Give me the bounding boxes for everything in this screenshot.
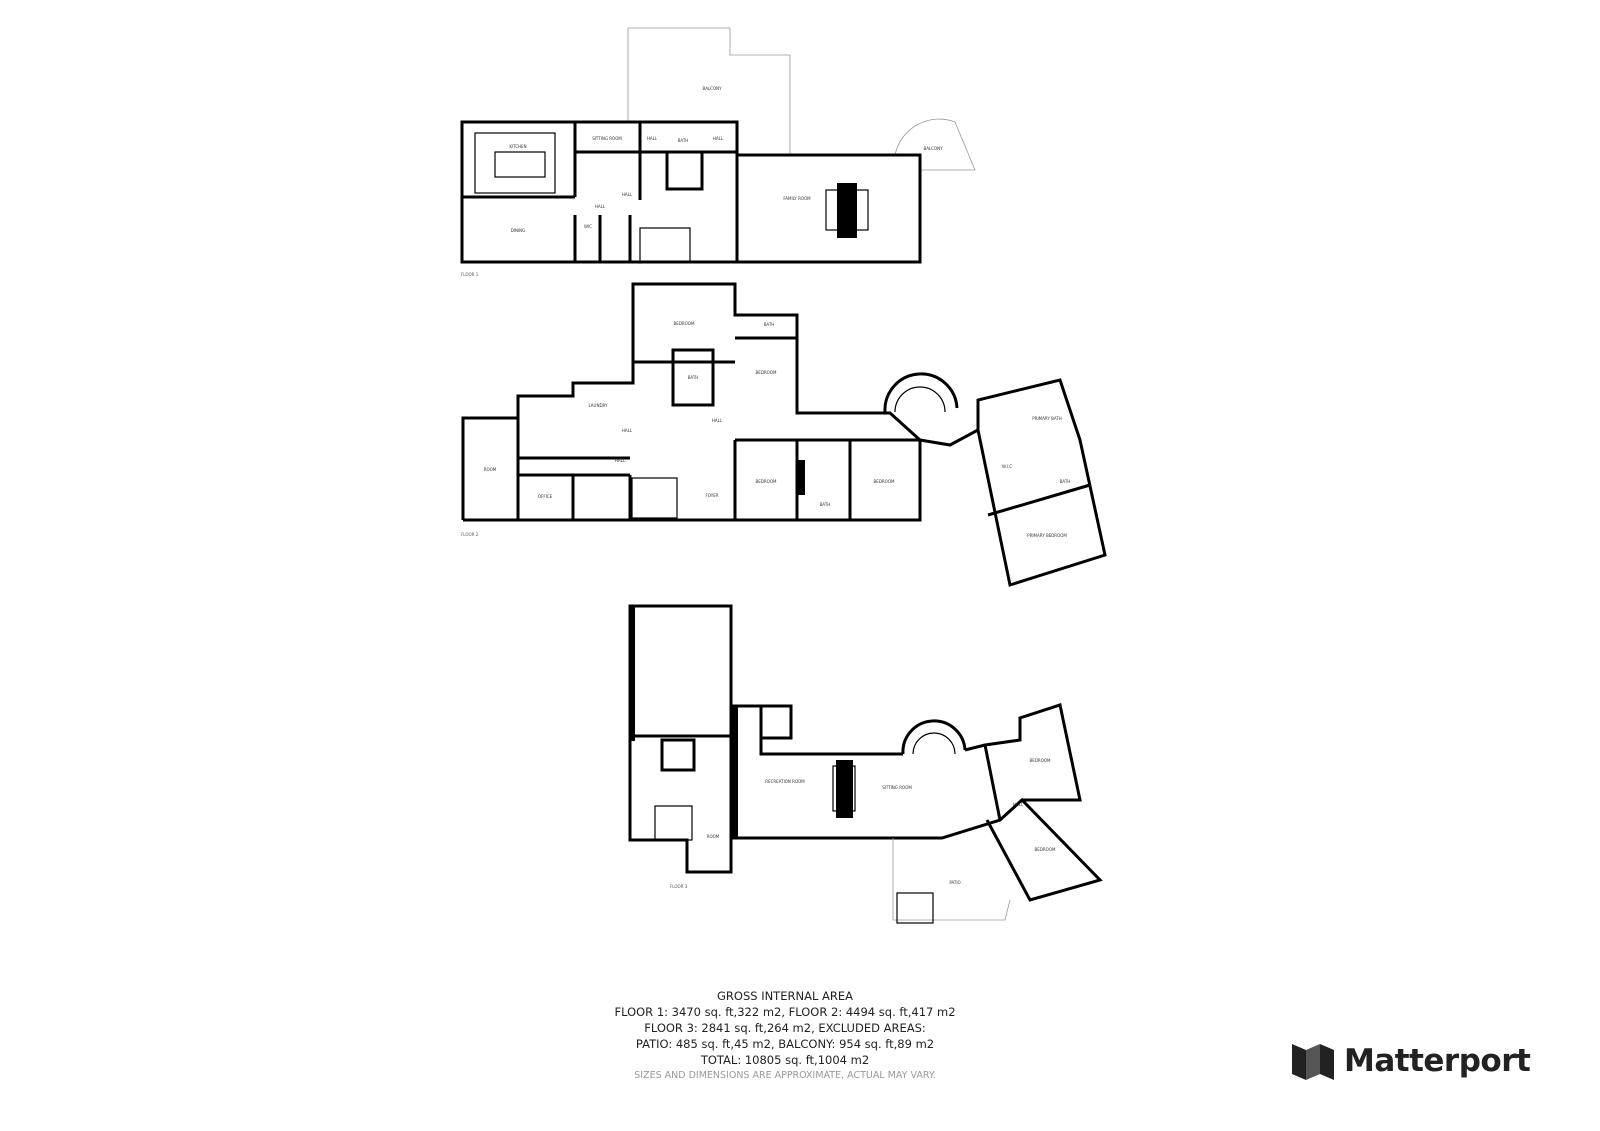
- room-label: ROOM: [707, 834, 720, 839]
- room-label: SITTING ROOM: [882, 785, 912, 790]
- summary-line: FLOOR 1: 3470 sq. ft,322 m2, FLOOR 2: 44…: [614, 1005, 956, 1019]
- room-label: BEDROOM: [1030, 758, 1051, 763]
- room-label: HALL: [647, 136, 658, 141]
- room-label: FAMILY ROOM: [783, 196, 811, 201]
- matterport-logo: Matterport: [1290, 1040, 1531, 1082]
- room-label: HALL: [595, 204, 606, 209]
- room-label: ROOM: [484, 467, 497, 472]
- room-label: OFFICE: [538, 494, 553, 499]
- room-label: LAUNDRY: [588, 403, 608, 408]
- floor-3-wall: [628, 604, 733, 738]
- room-label: BATH: [678, 138, 689, 143]
- area-summary: GROSS INTERNAL AREA FLOOR 1: 3470 sq. ft…: [560, 988, 1010, 1084]
- floor-label: FLOOR 1: [461, 272, 479, 277]
- room-label: W.I.C: [1002, 464, 1012, 469]
- room-label: HALL: [622, 192, 633, 197]
- floor-1-plan: KITCHEN SITTING ROOM HALL BATH HALL HALL…: [460, 27, 976, 277]
- room-label: BEDROOM: [1035, 847, 1056, 852]
- summary-title: GROSS INTERNAL AREA: [716, 989, 853, 1003]
- room-label: BATH: [1060, 479, 1071, 484]
- room-label: PRIMARY BATH: [1032, 416, 1061, 421]
- room-label: RECREATION ROOM: [765, 779, 805, 784]
- room-label: FOYER: [706, 493, 719, 498]
- room-label: BEDROOM: [674, 321, 695, 326]
- room-label: HALL: [1013, 802, 1024, 807]
- floor-label: FLOOR 2: [461, 532, 479, 537]
- room-label: HALL: [712, 418, 723, 423]
- room-label: PRIMARY BEDROOM: [1027, 533, 1067, 538]
- room-label: DINING: [511, 228, 526, 233]
- room-label: BATH: [688, 375, 699, 380]
- room-label: BEDROOM: [756, 370, 777, 375]
- room-label: BALCONY: [923, 146, 943, 151]
- disclaimer: SIZES AND DIMENSIONS ARE APPROXIMATE, AC…: [634, 1070, 936, 1081]
- room-label: SITTING ROOM: [592, 136, 622, 141]
- matterport-logo-icon: [1292, 1044, 1334, 1080]
- balcony-arc-outline: [894, 118, 976, 171]
- summary-line: PATIO: 485 sq. ft,45 m2, BALCONY: 954 sq…: [635, 1037, 935, 1051]
- floor-3-plan: RECREATION ROOM SITTING ROOM ROOM BEDROO…: [628, 604, 1103, 924]
- floor-2-plan: BEDROOM BATH BEDROOM BATH LAUNDRY HALL H…: [461, 282, 1107, 587]
- room-label: BEDROOM: [874, 479, 895, 484]
- summary-line: TOTAL: 10805 sq. ft,1004 m2: [700, 1053, 870, 1067]
- floor-label: FLOOR 3: [670, 884, 688, 889]
- room-label: HALL: [622, 428, 633, 433]
- room-label: PATIO: [949, 880, 960, 885]
- room-label: KITCHEN: [509, 144, 526, 149]
- balcony-outline: [627, 27, 791, 155]
- room-label: HALL: [713, 136, 724, 141]
- floor-1-wall: [737, 153, 922, 264]
- summary-line: FLOOR 3: 2841 sq. ft,264 m2, EXCLUDED AR…: [644, 1021, 926, 1035]
- room-label: WIC: [584, 224, 592, 229]
- room-label: BATH: [764, 322, 775, 327]
- brand-name: Matterport: [1344, 1043, 1531, 1079]
- room-label: HALL: [615, 458, 626, 463]
- room-label: BATH: [820, 502, 831, 507]
- room-label: BALCONY: [702, 86, 722, 91]
- room-label: BEDROOM: [756, 479, 777, 484]
- floor-2-wall: [461, 282, 922, 522]
